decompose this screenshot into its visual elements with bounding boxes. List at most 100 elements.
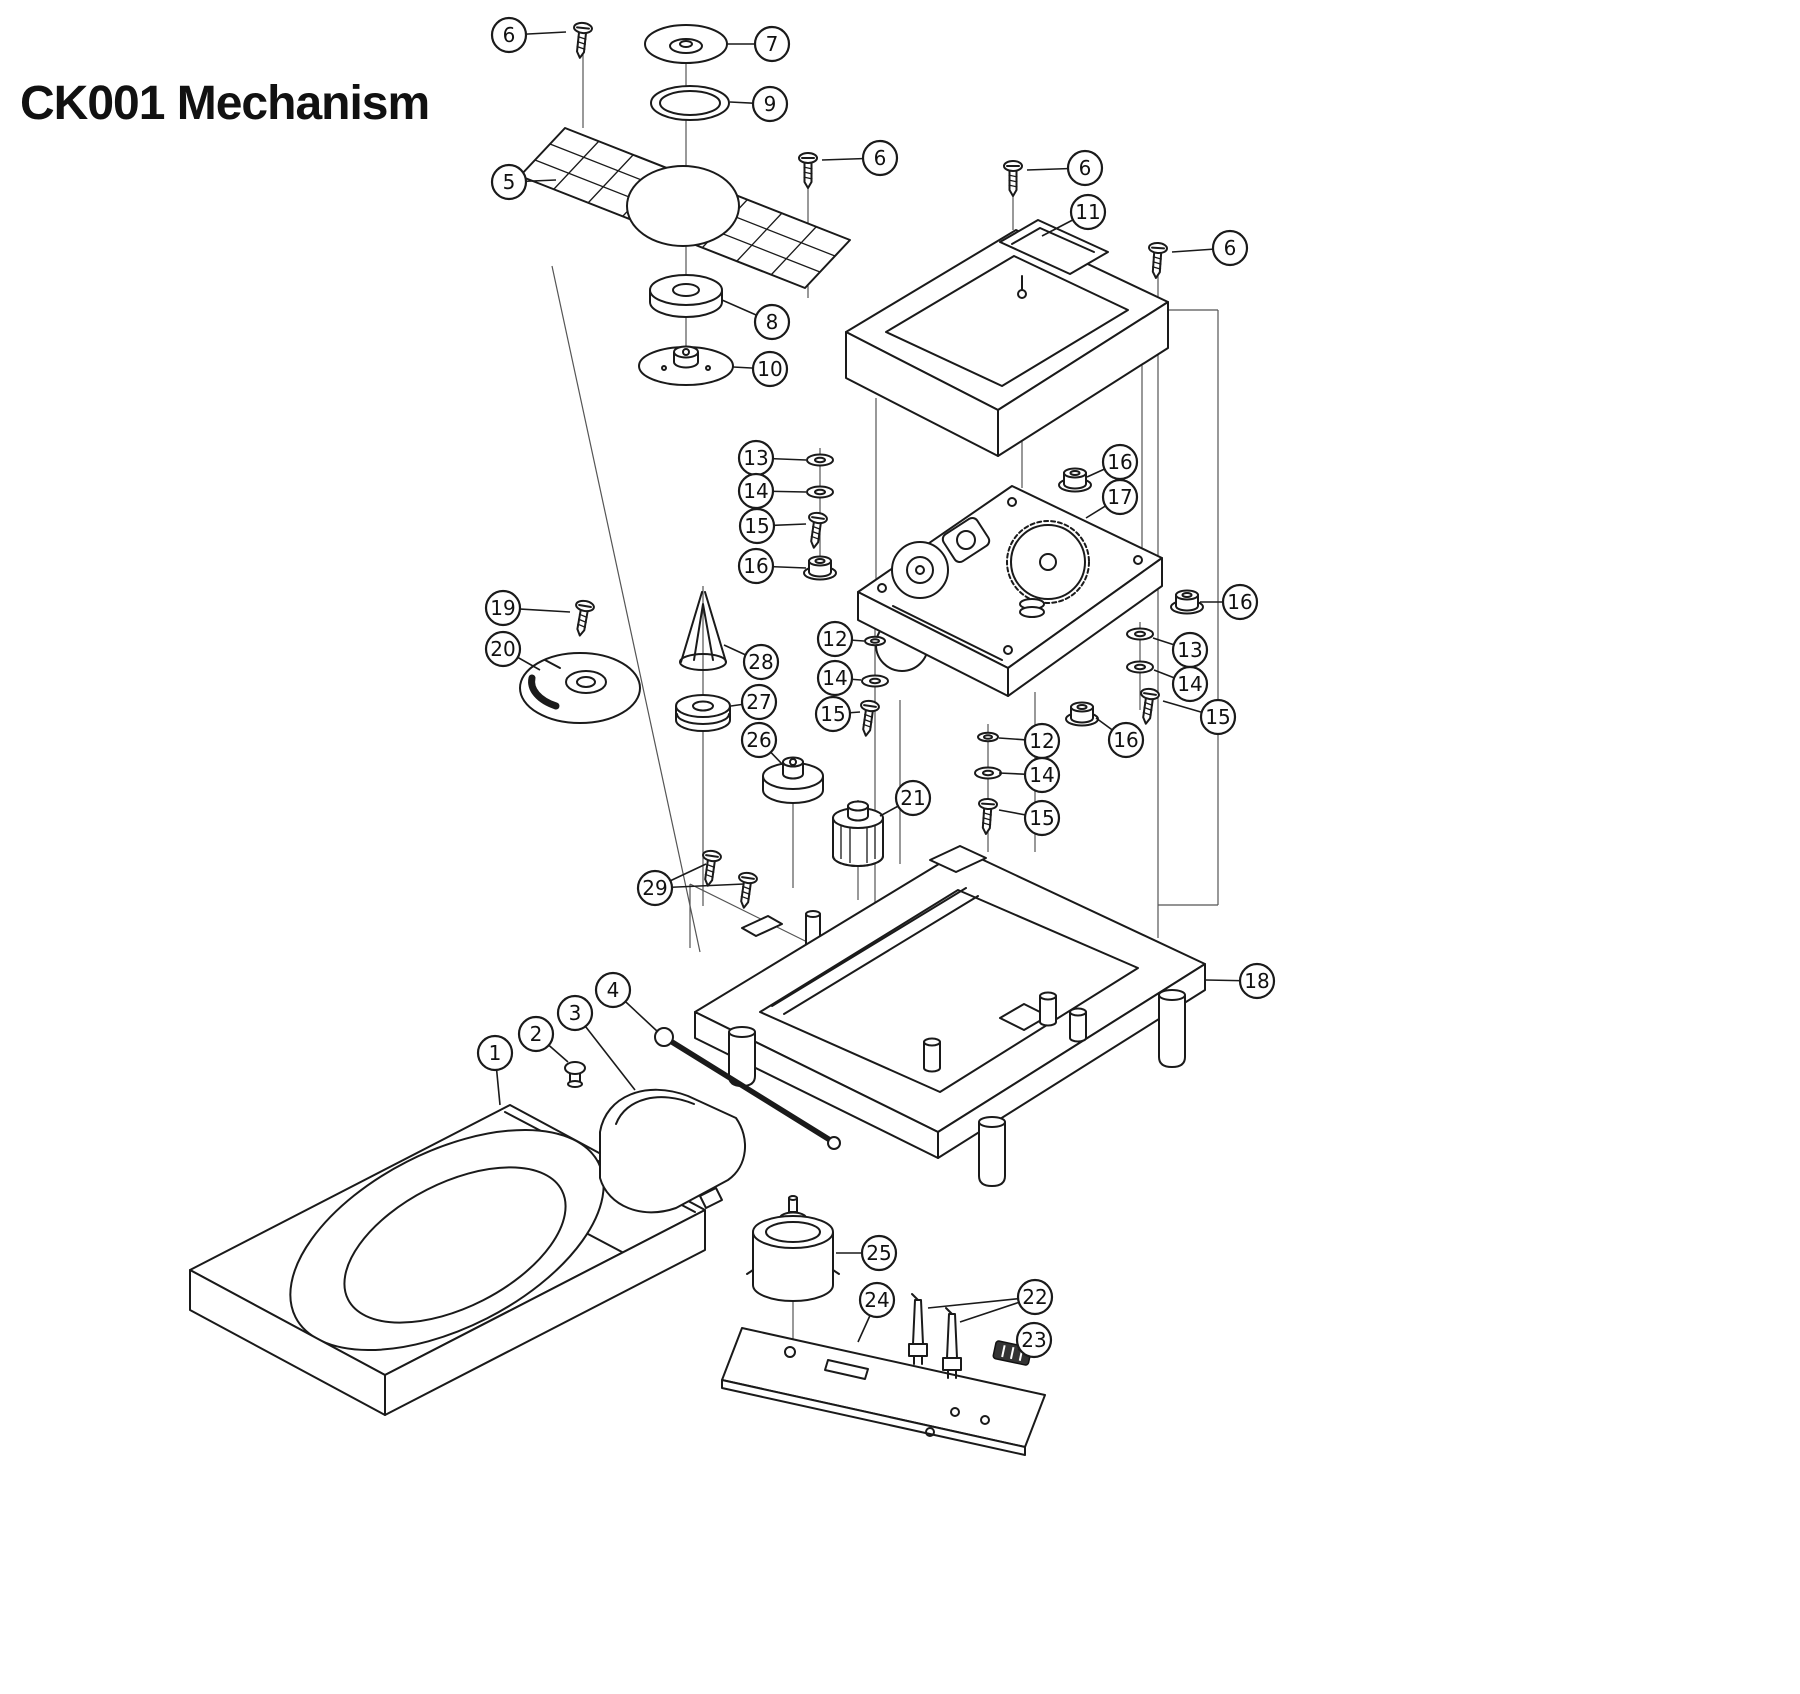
svg-text:25: 25 <box>866 1241 891 1265</box>
callout-6: 6 <box>490 16 567 54</box>
part-25-loading-motor <box>746 1195 840 1302</box>
part-9-clamper-ring <box>650 85 730 121</box>
callout-23: 23 <box>1015 1321 1053 1359</box>
part-29-screws <box>697 848 759 910</box>
svg-text:16: 16 <box>743 554 768 578</box>
callout-5: 5 <box>490 163 557 201</box>
svg-text:8: 8 <box>766 310 779 334</box>
diagram-title: CK001 Mechanism <box>20 77 430 130</box>
svg-text:6: 6 <box>1079 156 1092 180</box>
callout-15: 15 <box>738 507 807 545</box>
callout-9: 9 <box>729 85 789 123</box>
svg-text:19: 19 <box>490 596 515 620</box>
part-20-clamp-plate <box>519 652 641 724</box>
svg-text:22: 22 <box>1022 1285 1047 1309</box>
callout-16: 16 <box>1095 717 1145 759</box>
svg-text:29: 29 <box>642 876 667 900</box>
svg-text:15: 15 <box>1029 806 1054 830</box>
part-28-cone-spring <box>679 591 727 671</box>
callout-6: 6 <box>1026 149 1104 187</box>
svg-text:14: 14 <box>1177 672 1202 696</box>
callout-14: 14 <box>816 659 862 697</box>
svg-text:4: 4 <box>607 978 620 1002</box>
callout-24: 24 <box>857 1281 896 1343</box>
callout-19: 19 <box>484 589 571 627</box>
svg-text:20: 20 <box>490 637 515 661</box>
part-5-tray-cover-plate <box>519 127 851 289</box>
callout-1: 1 <box>476 1034 514 1106</box>
part-19-screw <box>569 598 596 639</box>
callout-4: 4 <box>594 971 659 1033</box>
callout-8: 8 <box>721 299 791 341</box>
svg-text:14: 14 <box>743 479 768 503</box>
svg-text:3: 3 <box>569 1001 582 1025</box>
callout-12: 12 <box>816 620 865 658</box>
part-2-stopper-pin <box>564 1061 586 1088</box>
svg-text:5: 5 <box>503 170 516 194</box>
callout-11: 11 <box>1041 193 1107 237</box>
part-18-base-chassis <box>694 845 1206 1187</box>
callout-14: 14 <box>737 472 807 510</box>
callout-21: 21 <box>879 779 932 817</box>
part-21-cam-gear <box>832 800 884 867</box>
callout-2: 2 <box>517 1015 569 1063</box>
svg-text:7: 7 <box>766 32 779 56</box>
callout-26: 26 <box>740 721 785 767</box>
svg-text:12: 12 <box>822 627 847 651</box>
part-3-gear-cover <box>599 1088 747 1214</box>
hardware-column-left <box>803 453 834 550</box>
callout-12: 12 <box>998 722 1061 760</box>
svg-text:15: 15 <box>744 514 769 538</box>
svg-text:9: 9 <box>764 92 777 116</box>
svg-text:23: 23 <box>1021 1328 1046 1352</box>
part-26-roller <box>762 756 824 804</box>
callout-6: 6 <box>1171 229 1249 267</box>
svg-text:15: 15 <box>820 702 845 726</box>
callout-16: 16 <box>1200 583 1259 621</box>
callout-13: 13 <box>737 439 807 477</box>
svg-text:16: 16 <box>1113 728 1138 752</box>
part-1-disc-tray <box>189 1104 706 1416</box>
part-7-clamper-magnet <box>644 24 728 64</box>
svg-text:14: 14 <box>822 666 847 690</box>
svg-text:14: 14 <box>1029 763 1054 787</box>
callout-13: 13 <box>1152 631 1209 669</box>
callout-15: 15 <box>814 695 861 733</box>
callout-27: 27 <box>730 683 778 721</box>
part-22-switches <box>908 1293 962 1379</box>
callout-16: 16 <box>1086 443 1139 481</box>
callout-25: 25 <box>836 1234 898 1272</box>
svg-text:27: 27 <box>746 690 771 714</box>
part-8-clamper-roller <box>649 274 723 318</box>
svg-text:16: 16 <box>1107 450 1132 474</box>
part-17-traverse-mechanism <box>857 485 1163 697</box>
callout-14: 14 <box>998 756 1061 794</box>
callout-29: 29 <box>636 863 745 907</box>
callout-17: 17 <box>1085 478 1139 519</box>
part-10-turntable <box>638 345 734 386</box>
svg-text:13: 13 <box>1177 638 1202 662</box>
callout-10: 10 <box>732 350 789 388</box>
svg-text:6: 6 <box>503 23 516 47</box>
svg-text:26: 26 <box>746 728 771 752</box>
callout-7: 7 <box>727 25 791 63</box>
callout-6: 6 <box>821 139 899 177</box>
part-24-pcb <box>721 1327 1046 1456</box>
svg-text:12: 12 <box>1029 729 1054 753</box>
svg-text:18: 18 <box>1244 969 1269 993</box>
callout-3: 3 <box>556 994 636 1091</box>
svg-text:28: 28 <box>748 650 773 674</box>
part-11-clamper-frame <box>845 219 1169 457</box>
svg-text:2: 2 <box>530 1022 543 1046</box>
callout-20: 20 <box>484 630 541 671</box>
svg-text:6: 6 <box>874 146 887 170</box>
callout-16: 16 <box>737 547 807 585</box>
svg-text:11: 11 <box>1075 200 1100 224</box>
svg-text:24: 24 <box>864 1288 889 1312</box>
svg-text:10: 10 <box>757 357 782 381</box>
part-4-guide-rod <box>654 1027 841 1150</box>
callout-18: 18 <box>1205 962 1276 1000</box>
